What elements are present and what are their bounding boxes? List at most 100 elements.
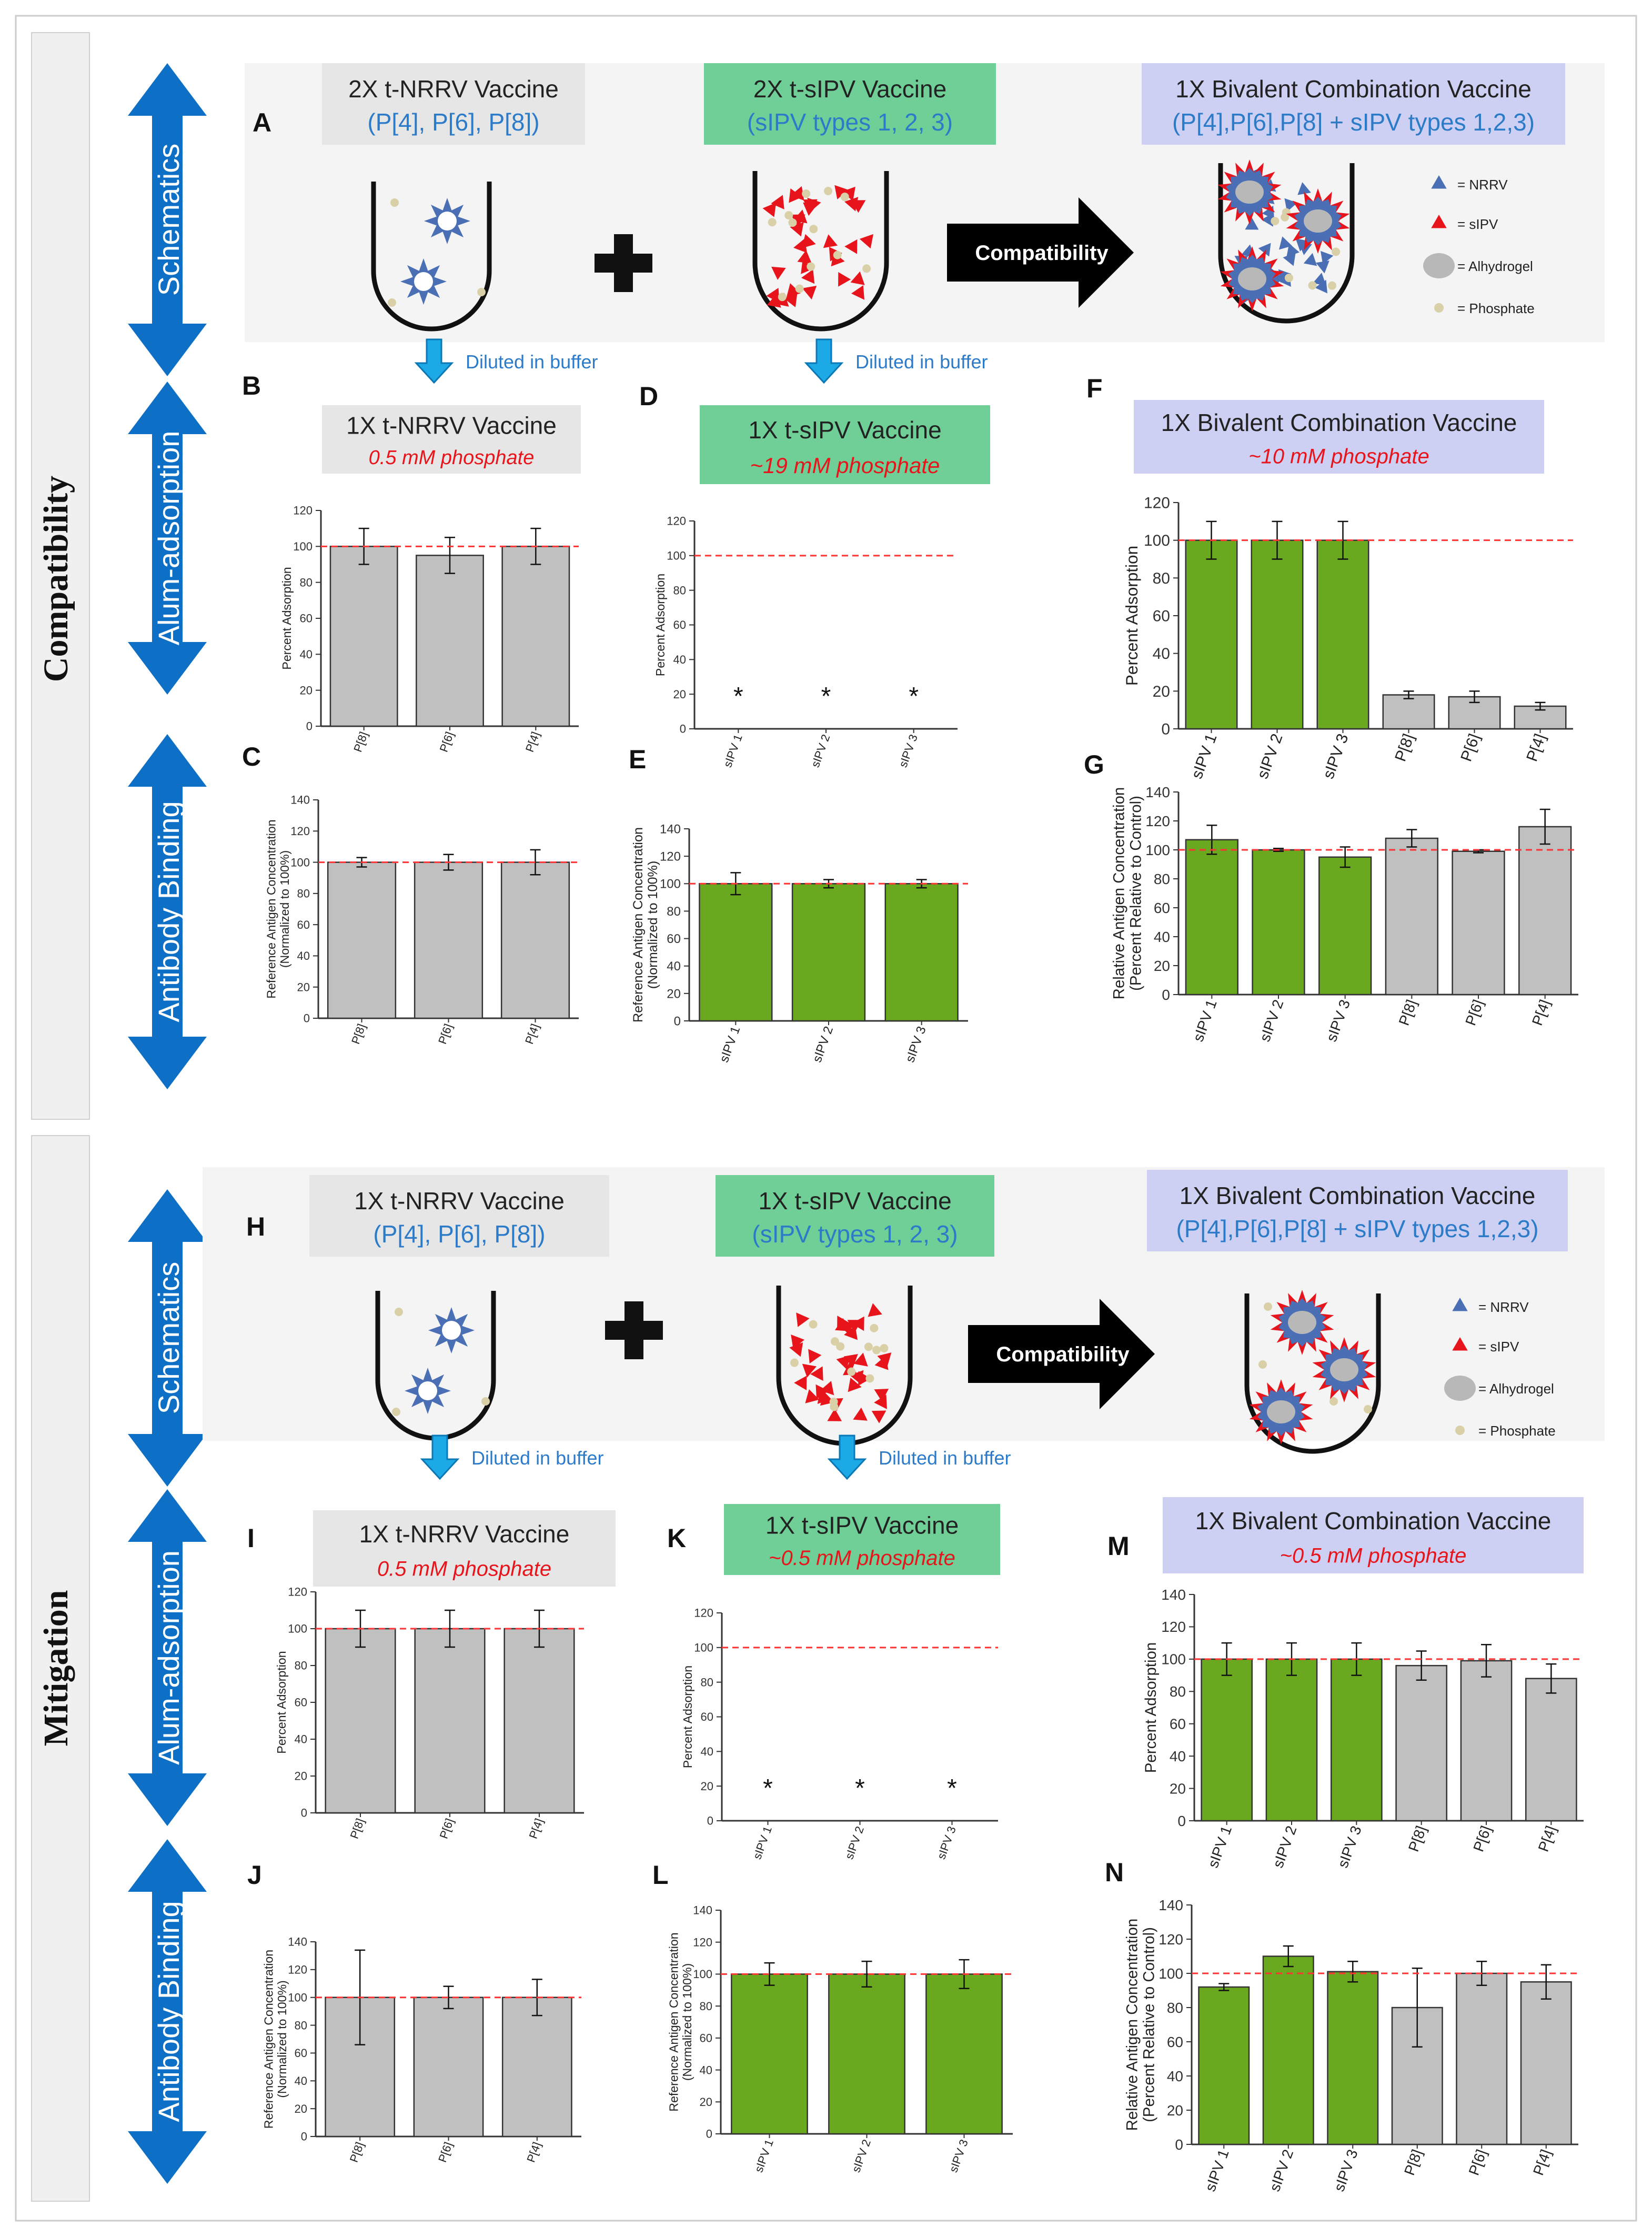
nrrv-antigen-icon xyxy=(1245,217,1259,230)
phosphate-dot xyxy=(784,211,793,220)
panel-letter: C xyxy=(242,742,261,771)
y-tick-label: 120 xyxy=(667,515,686,528)
y-tick-label: 20 xyxy=(295,2102,307,2115)
chart-title: 1X Bivalent Combination Vaccine xyxy=(1195,1507,1552,1534)
x-tick-label: sIPV 2 xyxy=(1270,1823,1300,1870)
nrrv-antigen-icon xyxy=(1283,252,1296,266)
bar xyxy=(925,1973,1003,2135)
tube-sipv xyxy=(752,171,889,332)
phosphate-dot xyxy=(1332,247,1341,256)
x-tick-label: P[4] xyxy=(522,1022,542,1046)
x-tick-label: sIPV 1 xyxy=(1190,997,1220,1044)
y-tick-label: 60 xyxy=(700,2032,712,2045)
y-axis-label: Percent Adsorption xyxy=(1122,546,1141,686)
y-tick-label: 100 xyxy=(667,549,686,563)
phosphate-dot xyxy=(829,1397,838,1406)
y-tick-label: 40 xyxy=(1154,929,1170,945)
x-tick-label: P[8] xyxy=(348,1817,367,1840)
diluted-label: Diluted in buffer xyxy=(879,1447,1011,1469)
x-tick-label: sIPV 1 xyxy=(1188,731,1220,781)
y-tick-label: 120 xyxy=(1159,1931,1183,1948)
panel-letter: G xyxy=(1084,750,1104,779)
y-tick-label: 80 xyxy=(700,2000,712,2013)
sipv-antigen-icon xyxy=(868,1303,882,1317)
down-arrow-icon xyxy=(827,1435,867,1480)
y-tick-label: 120 xyxy=(1161,1619,1186,1635)
phosphate-dot xyxy=(1364,1405,1372,1413)
diluted-label: Diluted in buffer xyxy=(471,1447,604,1469)
diluted-label: Diluted in buffer xyxy=(466,351,598,373)
legend-phosphate-label: = Phosphate xyxy=(1478,1423,1556,1439)
x-tick-label: P[4] xyxy=(524,2140,543,2164)
x-tick-label: sIPV 1 xyxy=(1205,1823,1235,1870)
sipv-antigen-icon xyxy=(848,1378,862,1392)
schematics-arrow-1-label: Schematics xyxy=(152,144,185,296)
y-tick-label: 20 xyxy=(1167,2102,1183,2119)
y-axis-label: Percent Adsorption xyxy=(280,567,294,669)
x-tick-label: P[4] xyxy=(1529,997,1553,1027)
phosphate-dot xyxy=(824,186,833,195)
not-detected-marker: * xyxy=(733,683,743,710)
y-tick-label: 80 xyxy=(295,2019,307,2032)
y-tick-label: 60 xyxy=(1170,1716,1186,1732)
y-tick-label: 40 xyxy=(1153,645,1170,663)
bar xyxy=(1265,1658,1318,1822)
bar xyxy=(1382,694,1435,730)
bar xyxy=(1252,849,1305,996)
vaccine-box-subtitle: (sIPV types 1, 2, 3) xyxy=(747,108,953,136)
x-tick-label: sIPV 3 xyxy=(946,2138,971,2174)
x-tick-label: sIPV 2 xyxy=(1266,2147,1296,2193)
bar xyxy=(884,883,959,1022)
y-tick-label: 40 xyxy=(1167,2068,1183,2084)
vaccine-box-title: 2X t-sIPV Vaccine xyxy=(753,75,946,103)
y-axis-label: Reference Antigen Concentration xyxy=(265,819,278,998)
y-tick-label: 20 xyxy=(1154,958,1170,974)
phosphate-dot xyxy=(802,189,811,198)
y-tick-label: 120 xyxy=(660,850,681,864)
schematics-arrow-2-double-arrow-icon xyxy=(128,1189,207,1487)
y-axis-label: Percent Adsorption xyxy=(1142,1642,1160,1773)
y-tick-label: 40 xyxy=(297,949,310,962)
bar xyxy=(414,861,483,1019)
y-tick-label: 120 xyxy=(293,504,313,517)
sipv-antigen-icon xyxy=(850,271,865,285)
bar xyxy=(731,1973,808,2135)
chart-title-box xyxy=(700,405,990,484)
chart-title-box xyxy=(724,1504,1000,1575)
y-tick-label: 80 xyxy=(673,584,686,597)
vaccine-box-subtitle: (P[4],P[6],P[8] + sIPV types 1,2,3) xyxy=(1172,108,1535,136)
phosphate-dot xyxy=(836,1342,845,1351)
y-tick-label: 120 xyxy=(694,1607,713,1620)
y-tick-label: 20 xyxy=(673,688,686,701)
phosphate-dot xyxy=(847,1367,856,1376)
figure-border xyxy=(15,15,1637,2222)
sipv-antigen-icon xyxy=(853,1352,868,1367)
x-tick-label: sIPV 3 xyxy=(1319,731,1352,781)
phosphate-dot xyxy=(1308,281,1317,290)
x-tick-label: sIPV 1 xyxy=(721,733,745,769)
y-tick-label: 40 xyxy=(295,1733,307,1746)
vaccine-box-1 xyxy=(309,1175,609,1257)
y-axis-label: Relative Antigen Concentration xyxy=(1123,1919,1141,2131)
y-tick-label: 20 xyxy=(1170,1780,1186,1797)
y-axis-label: Reference Antigen Concentration xyxy=(631,827,646,1022)
sipv-antigen-icon xyxy=(874,1389,889,1402)
bar xyxy=(325,1628,396,1814)
phosphate-dot xyxy=(865,1374,874,1383)
legend-phosphate-icon xyxy=(1434,303,1444,313)
phosphate-dot xyxy=(1284,274,1293,283)
chart-title-box xyxy=(1163,1497,1584,1573)
legend-nrrv-label: = NRRV xyxy=(1457,177,1508,193)
y-axis-label: Percent Adsorption xyxy=(681,1666,694,1768)
legend-phosphate-icon xyxy=(1455,1426,1465,1435)
y-tick-label: 80 xyxy=(701,1676,713,1689)
y-tick-label: 0 xyxy=(1161,721,1170,738)
y-tick-label: 20 xyxy=(297,980,310,994)
x-tick-label: P[8] xyxy=(351,730,370,754)
x-tick-label: sIPV 3 xyxy=(1334,1823,1364,1870)
schematics: A2X t-NRRV Vaccine(P[4], P[6], P[8])2X t… xyxy=(203,63,1605,1480)
chart-subtitle: ~10 mM phosphate xyxy=(1248,445,1429,468)
